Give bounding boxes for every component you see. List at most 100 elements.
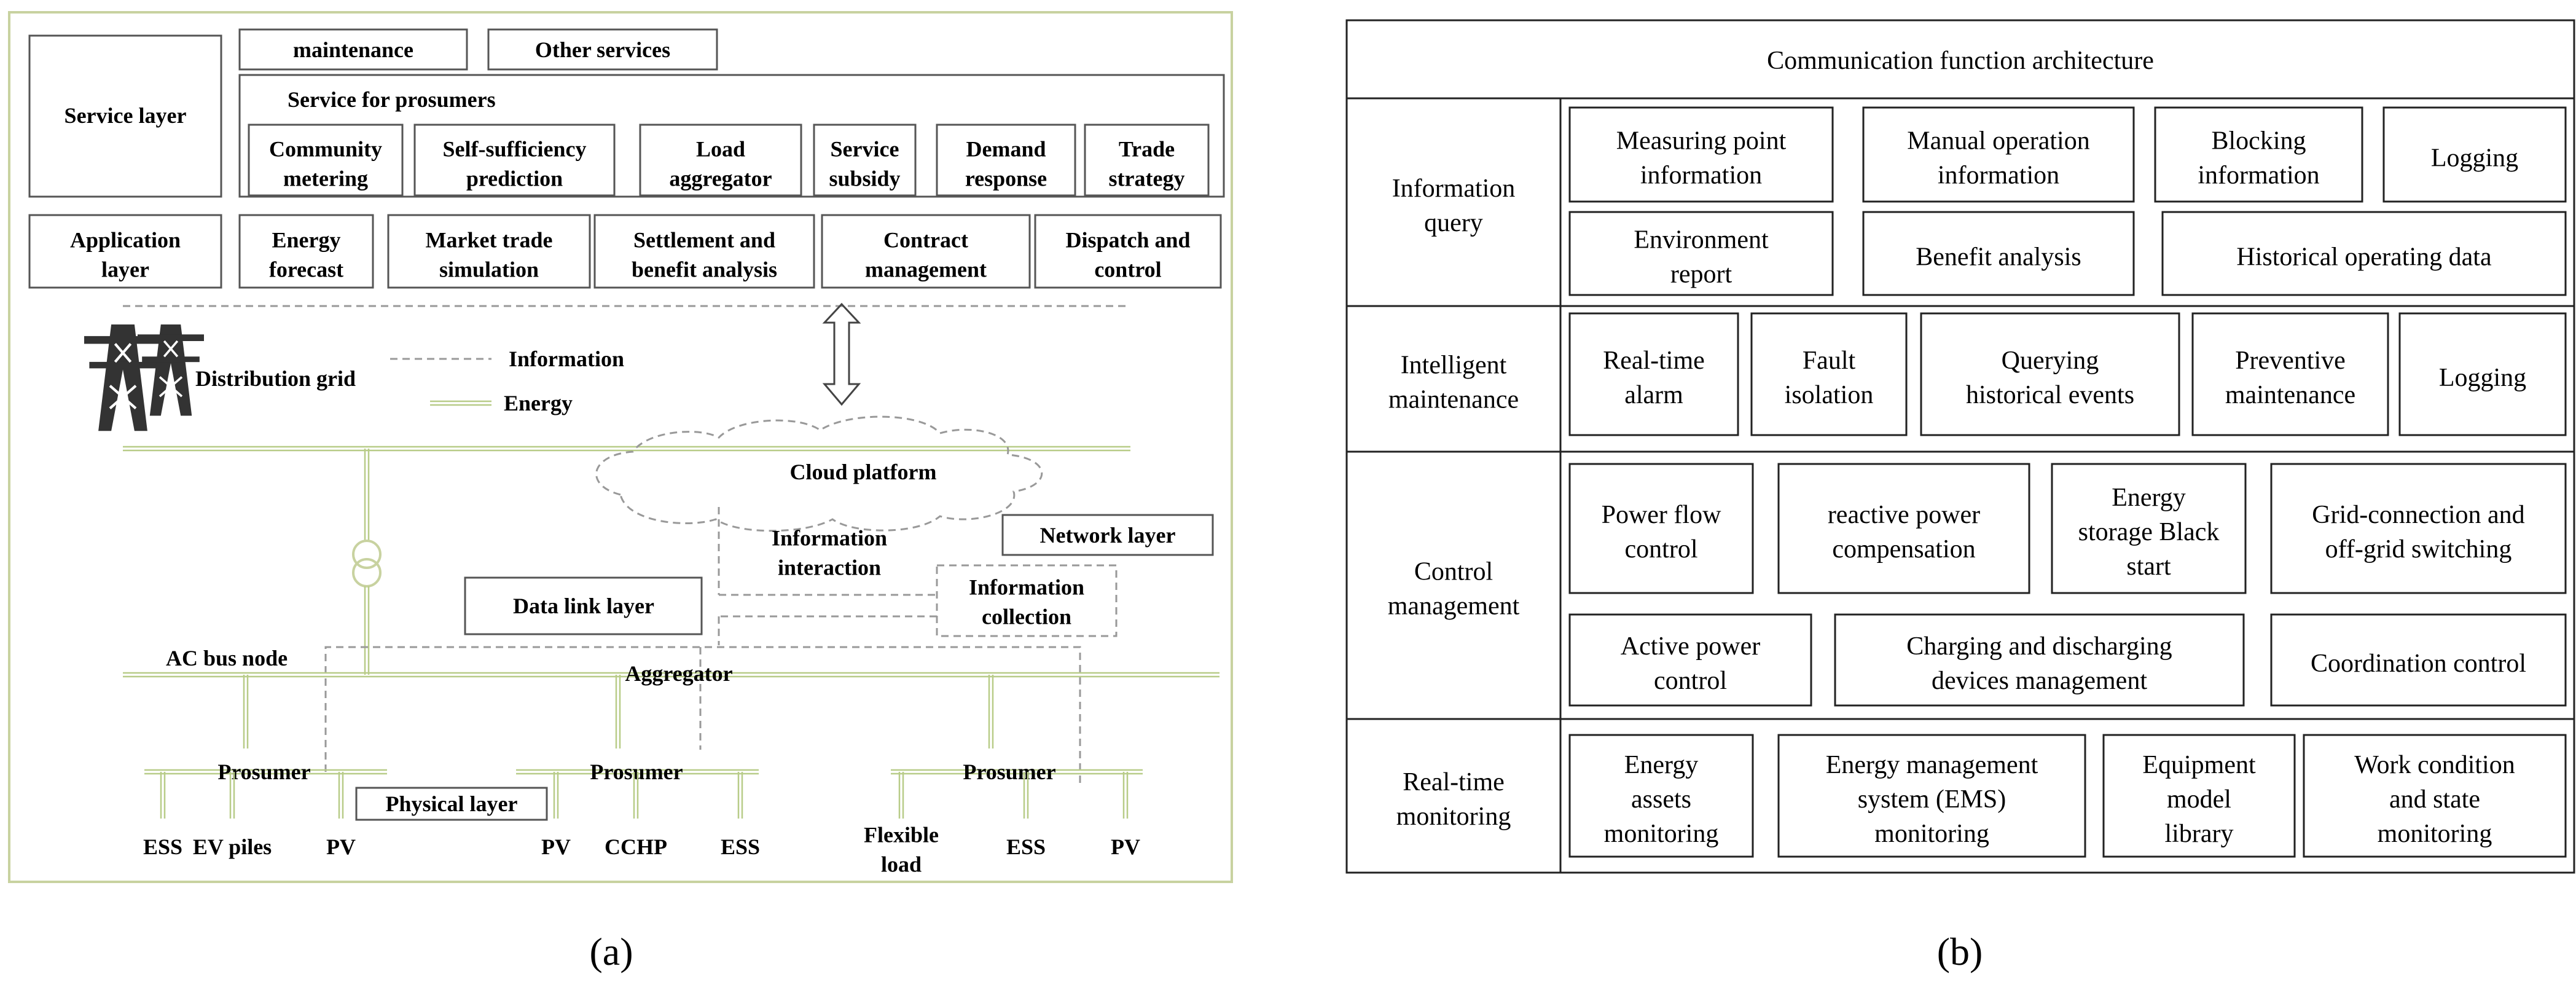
application-item-label: Settlement and bbox=[633, 227, 775, 252]
prosumer-services-group bbox=[238, 74, 1225, 198]
application-item-box bbox=[1034, 214, 1222, 289]
prosumer-service-box bbox=[813, 124, 917, 197]
prosumer-service-label: aggregator bbox=[669, 166, 772, 191]
service-top-item-label: maintenance bbox=[293, 37, 413, 62]
cloud-app-arrow bbox=[822, 302, 861, 406]
prosumer-service-label: Community bbox=[269, 136, 382, 161]
function-label: historical events bbox=[1966, 381, 2134, 409]
function-box bbox=[1920, 312, 2180, 436]
prosumer-service-label: strategy bbox=[1109, 166, 1185, 191]
function-box bbox=[2051, 463, 2247, 594]
legend-information-label: Information bbox=[509, 347, 624, 371]
device-label: CCHP bbox=[605, 835, 667, 859]
function-label: monitoring bbox=[2378, 820, 2492, 848]
function-label: isolation bbox=[1785, 381, 1874, 409]
row-label: maintenance bbox=[1388, 386, 1519, 414]
function-label: assets bbox=[1631, 785, 1691, 814]
function-box bbox=[1777, 463, 2030, 594]
application-item-label: forecast bbox=[269, 257, 343, 281]
prosumer-service-label: Demand bbox=[966, 136, 1046, 161]
data-link-layer-label: Data link layer bbox=[513, 594, 654, 618]
application-item-box bbox=[821, 214, 1031, 289]
cloud-platform-shape bbox=[595, 415, 1043, 532]
application-item-label: Contract bbox=[883, 227, 968, 252]
row-label: Real-time bbox=[1403, 768, 1505, 796]
device-label: ESS bbox=[721, 835, 760, 859]
panel-b-communication-function-table: Communication function architectureInfor… bbox=[1345, 19, 2575, 874]
information-collection-label: Information bbox=[969, 575, 1084, 599]
function-box bbox=[2270, 613, 2567, 707]
application-item-label: Dispatch and bbox=[1065, 227, 1190, 252]
prosumer-service-label: Trade bbox=[1119, 136, 1175, 161]
prosumer-service-box bbox=[936, 124, 1076, 197]
function-label: Preventive bbox=[2235, 347, 2346, 375]
row-label: Control bbox=[1414, 558, 1493, 586]
function-label: devices management bbox=[1932, 667, 2147, 695]
function-label: Logging bbox=[2431, 144, 2518, 173]
function-label: start bbox=[2126, 552, 2171, 581]
function-box bbox=[2398, 312, 2567, 436]
device-label: PV bbox=[541, 835, 571, 859]
information-interaction-label: interaction bbox=[778, 555, 881, 579]
function-label: off-grid switching bbox=[2325, 535, 2512, 564]
data-link-layer-box bbox=[464, 576, 703, 635]
function-label: Logging bbox=[2439, 364, 2526, 392]
application-item-box bbox=[387, 214, 591, 289]
service-layer-box bbox=[28, 34, 222, 198]
function-label: model bbox=[2167, 785, 2231, 814]
function-label: Energy management bbox=[1826, 751, 2038, 779]
information-interaction-label: Information bbox=[772, 525, 887, 550]
function-box bbox=[2303, 734, 2567, 858]
physical-layer-box bbox=[355, 787, 548, 821]
distribution-grid-label: Distribution grid bbox=[195, 366, 356, 391]
tower-lattice-shape bbox=[159, 340, 183, 398]
application-item-box bbox=[593, 214, 815, 289]
function-box bbox=[2382, 106, 2567, 203]
tower-body-shape bbox=[149, 324, 192, 416]
prosumer-service-label: Load bbox=[696, 136, 745, 161]
function-box bbox=[1568, 312, 1739, 436]
device-label: EV piles bbox=[193, 835, 272, 859]
function-label: Measuring point bbox=[1616, 127, 1787, 155]
table-title: Communication function architecture bbox=[1767, 47, 2154, 75]
function-box bbox=[1862, 106, 2135, 203]
function-box bbox=[2154, 106, 2363, 203]
tower-lattice-shape bbox=[109, 343, 137, 410]
application-item-label: simulation bbox=[439, 257, 539, 281]
row-label: query bbox=[1424, 209, 1483, 237]
prosumer-service-label: Service bbox=[831, 136, 899, 161]
function-label: Equipment bbox=[2142, 751, 2256, 779]
function-label: information bbox=[2198, 162, 2319, 190]
function-box bbox=[1568, 211, 1834, 296]
application-item-box bbox=[238, 214, 374, 289]
aggregator-label: Aggregator bbox=[625, 661, 732, 686]
application-layer-label: layer bbox=[101, 257, 149, 281]
prosumer-service-label: metering bbox=[283, 166, 368, 191]
function-label: Fault bbox=[1803, 347, 1856, 375]
information-collection-box bbox=[936, 564, 1118, 637]
function-label: Querying bbox=[2002, 347, 2099, 375]
function-label: reactive power bbox=[1828, 501, 1980, 529]
function-box bbox=[1862, 211, 2135, 296]
device-label: ESS bbox=[1006, 835, 1046, 859]
function-label: library bbox=[2165, 820, 2234, 848]
function-label: Energy bbox=[2112, 484, 2186, 512]
function-box bbox=[1568, 106, 1834, 203]
prosumer-service-label: response bbox=[965, 166, 1047, 191]
tower-arm-shape bbox=[89, 361, 157, 369]
function-box bbox=[1834, 613, 2245, 707]
prosumer-service-box bbox=[413, 124, 616, 197]
application-item-label: benefit analysis bbox=[632, 257, 777, 281]
device-label: PV bbox=[326, 835, 356, 859]
function-label: Benefit analysis bbox=[1916, 243, 2081, 272]
application-item-label: control bbox=[1094, 257, 1161, 281]
legend-energy-label: Energy bbox=[504, 391, 573, 415]
service-top-item-box bbox=[238, 28, 468, 71]
application-item-label: Energy bbox=[272, 227, 341, 252]
function-label: Real-time bbox=[1603, 347, 1705, 375]
aggregator-enclosure-line bbox=[324, 646, 1081, 787]
prosumer-service-box bbox=[248, 124, 404, 197]
caption-a: (a) bbox=[589, 930, 633, 973]
function-label: Energy bbox=[1624, 751, 1699, 779]
caption-b: (b) bbox=[1937, 930, 1983, 973]
